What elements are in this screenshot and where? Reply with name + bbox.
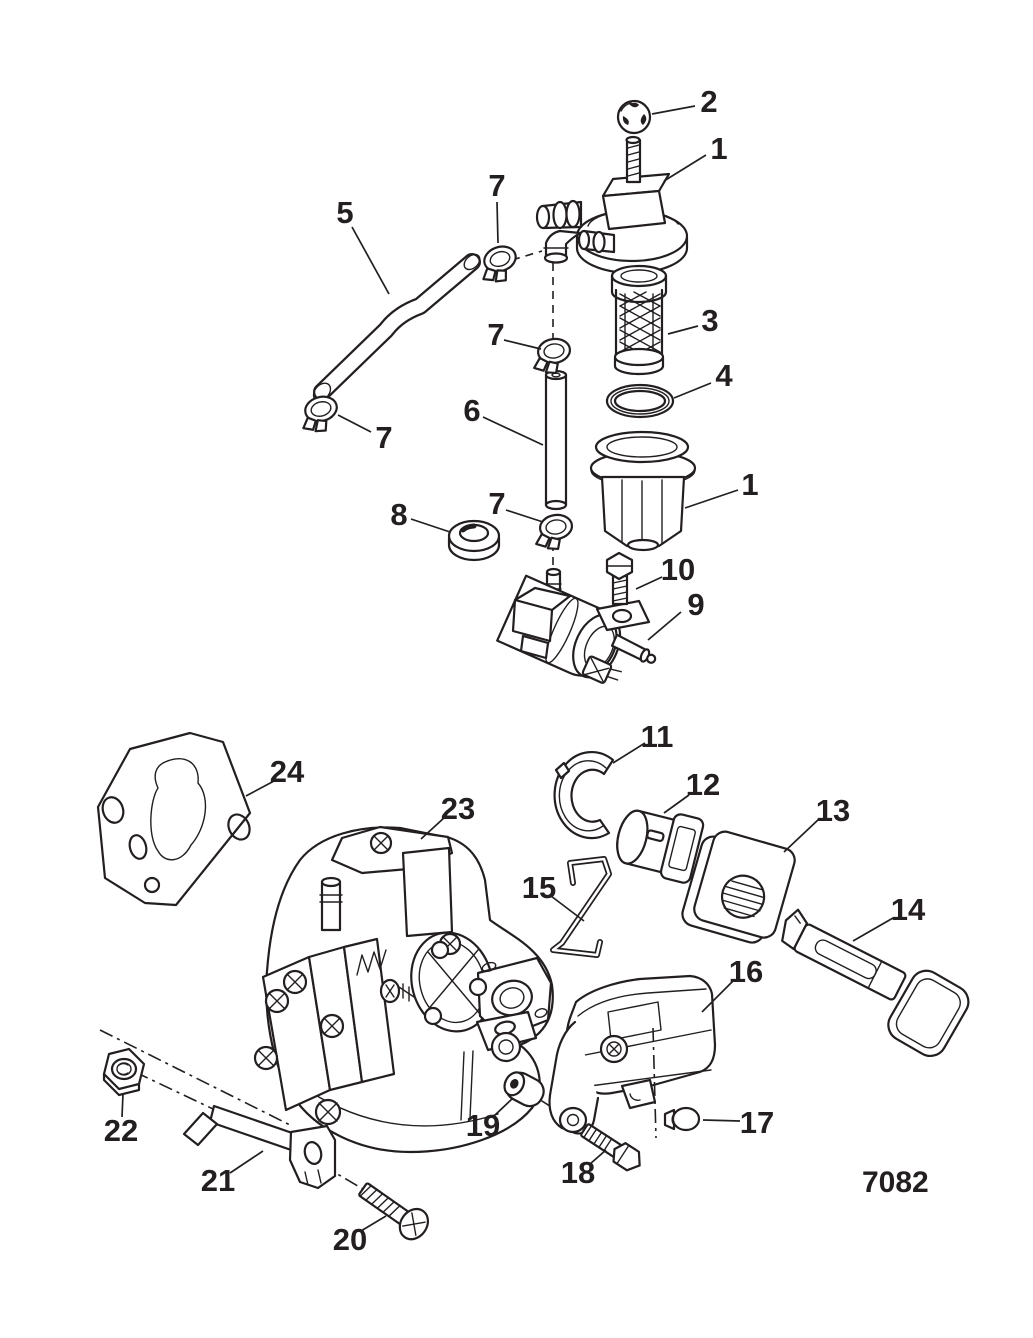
callout-choke-sleeve: 12 — [686, 767, 720, 802]
leader-line-fuel-tube — [482, 416, 544, 446]
callout-mounting-bolt: 10 — [661, 552, 695, 587]
leader-line-flange-nut — [121, 1093, 124, 1118]
leader-line-link-rod — [550, 895, 585, 922]
hose-clamp-1 — [474, 241, 524, 288]
leader-line-choke-sleeve — [663, 794, 690, 814]
cover-bolt — [580, 1123, 641, 1172]
carburetor — [253, 825, 554, 1154]
callout-hose-clamp-2: 7 — [487, 317, 504, 352]
leader-line-fuel-hose — [351, 226, 390, 295]
fuel-filter-cover — [535, 135, 689, 275]
link-rod — [550, 856, 612, 958]
leader-line-cover-bolt — [589, 1149, 607, 1165]
callout-fuel-tube: 6 — [463, 393, 480, 428]
callout-choke-knob: 14 — [891, 892, 926, 927]
hose-clamp-4 — [531, 511, 577, 553]
grommet — [447, 519, 501, 562]
leader-line-spacer-bushing — [493, 1097, 514, 1117]
hose-clamp-2 — [529, 335, 575, 377]
leader-line-o-ring-seal — [673, 382, 712, 399]
callout-cover-bolt: 18 — [561, 1155, 595, 1190]
front-cover — [548, 974, 717, 1135]
carburetor-screws — [253, 831, 488, 1126]
callout-retainer-clip: 11 — [641, 719, 674, 754]
leader-line-choke-knob — [852, 917, 894, 942]
callout-flange-nut: 22 — [104, 1113, 138, 1148]
leader-line-fuel-pump-valve — [647, 611, 682, 641]
leader-line-front-cover — [701, 980, 734, 1013]
choke-cover — [681, 830, 796, 944]
leader-line-carburetor — [420, 816, 446, 840]
callout-layer: 2175374671781091112131514162423222120191… — [104, 84, 926, 1257]
leader-line-hose-clamp-3 — [337, 414, 372, 433]
callout-bracket-screw: 20 — [333, 1222, 367, 1257]
leader-line-hose-clamp-4 — [505, 509, 544, 523]
fuel-pump-valve — [496, 567, 657, 684]
callout-o-ring-seal: 4 — [715, 358, 733, 393]
choke-sleeve — [616, 809, 705, 884]
leader-line-check-ball — [651, 105, 696, 115]
leader-line-carburetor-bracket — [229, 1150, 264, 1174]
carburetor-bracket — [182, 1104, 337, 1190]
fuel-hose — [312, 253, 481, 402]
leader-line-fuel-filter-cover — [663, 154, 707, 182]
leader-line-hose-clamp-2 — [503, 339, 542, 350]
check-ball — [616, 99, 652, 135]
mounting-bolt — [605, 551, 634, 606]
plug-alignment-line — [652, 1027, 657, 1139]
callout-fuel-hose: 5 — [336, 195, 353, 230]
leader-line-fuel-filter-cup — [684, 489, 739, 509]
callout-carburetor-bracket: 21 — [201, 1163, 235, 1198]
callout-hose-clamp-3: 7 — [375, 420, 392, 455]
callout-hose-clamp-1: 7 — [488, 168, 505, 203]
callout-hose-clamp-4: 7 — [488, 486, 505, 521]
flange-nut — [102, 1047, 146, 1097]
leader-line-hose-clamp-1 — [496, 201, 499, 244]
callout-fuel-filter-cover: 1 — [710, 131, 727, 166]
fuel-tube — [544, 369, 568, 511]
callout-fuel-filter-cup: 1 — [741, 467, 758, 502]
leader-line-mounting-gasket — [245, 780, 275, 797]
callout-mounting-gasket: 24 — [270, 754, 305, 789]
callout-link-rod: 15 — [522, 870, 556, 905]
callout-check-ball: 2 — [700, 84, 717, 119]
callout-choke-cover: 13 — [816, 793, 850, 828]
leader-line-plug — [702, 1119, 741, 1122]
callout-filter-element: 3 — [701, 303, 718, 338]
plug — [663, 1106, 701, 1132]
leader-line-filter-element — [667, 325, 699, 335]
bracket-screw — [358, 1182, 430, 1241]
callout-front-cover: 16 — [729, 954, 763, 989]
mounting-gasket — [96, 731, 252, 907]
callout-grommet: 8 — [390, 497, 407, 532]
leader-line-grommet — [410, 518, 451, 533]
filter-element — [610, 264, 668, 376]
leader-line-mounting-bolt — [635, 576, 663, 590]
spacer-bushing — [503, 1071, 545, 1108]
callout-fuel-pump-valve: 9 — [687, 587, 704, 622]
choke-knob — [781, 908, 970, 1058]
callout-plug: 17 — [740, 1105, 774, 1140]
retainer-clip — [553, 750, 615, 840]
callout-carburetor: 23 — [441, 791, 475, 826]
hose-clamp-3 — [295, 392, 344, 438]
fuel-filter-cup — [589, 430, 697, 552]
figure-number: 7082 — [862, 1166, 929, 1199]
callout-spacer-bushing: 19 — [466, 1108, 500, 1143]
leader-line-retainer-clip — [612, 742, 646, 764]
leader-line-choke-cover — [783, 818, 820, 853]
o-ring-seal — [605, 383, 675, 419]
leader-line-bracket-screw — [360, 1215, 387, 1232]
